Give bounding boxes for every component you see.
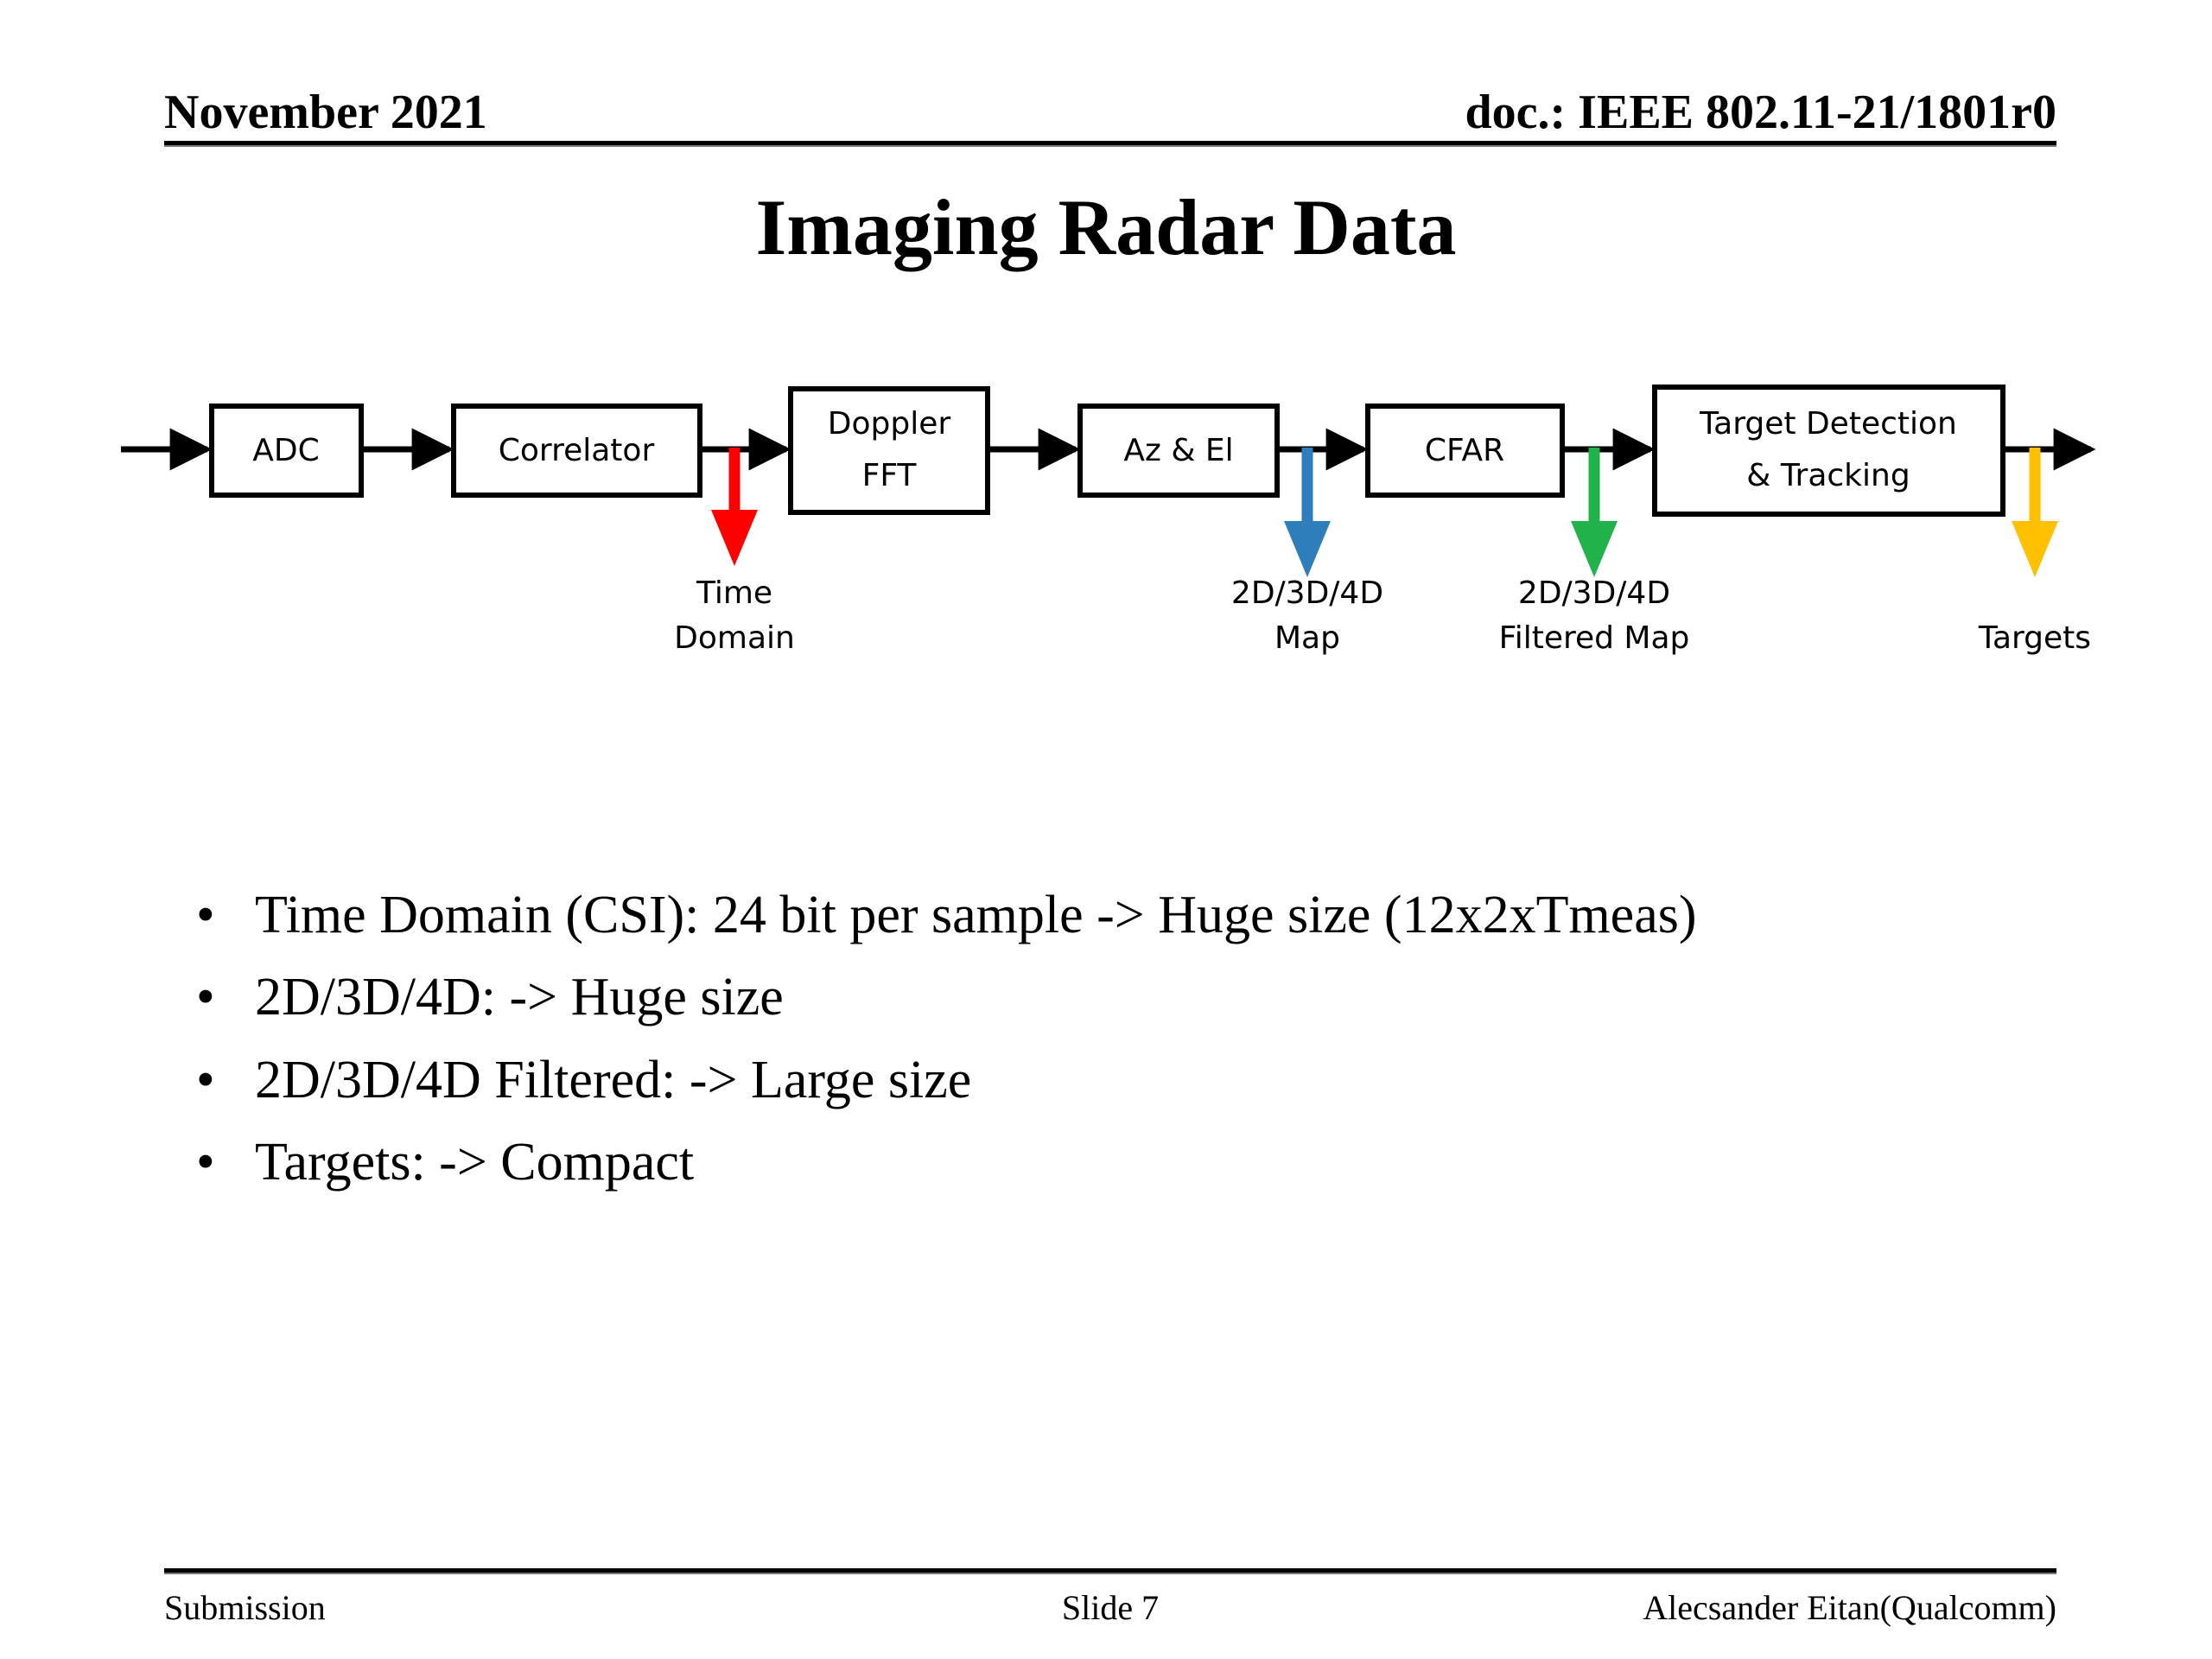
list-item: • Targets: -> Compact [177, 1128, 2078, 1197]
tap-filtered-map: 2D/3D/4D Filtered Map [1499, 448, 1690, 656]
footer-slide-number: Slide 7 [1061, 1588, 1160, 1627]
block-correlator-label: Correlator [499, 433, 655, 468]
slide-footer: Submission Slide 7 Alecsander Eitan(Qual… [164, 1568, 2056, 1655]
block-cfar[interactable]: CFAR [1365, 404, 1565, 498]
slide-header: November 2021 doc.: IEEE 802.11-21/1801r… [164, 69, 2056, 147]
list-item: • 2D/3D/4D: -> Huge size [177, 963, 2078, 1032]
bullet-marker: • [196, 886, 215, 944]
page-title: Imaging Radar Data [755, 183, 1457, 271]
block-target-detection-label-line1: Target Detection [1699, 406, 1957, 442]
tap-time-domain: Time Domain [674, 448, 795, 656]
tap-time-domain-label-line1: Time [696, 575, 772, 611]
bullet-marker: • [196, 968, 215, 1027]
tap-targets: Targets [1978, 448, 2091, 656]
tap-filtered-map-label-line1: 2D/3D/4D [1518, 575, 1670, 611]
footer-submission: Submission [164, 1588, 326, 1627]
tap-filtered-map-label-line2: Filtered Map [1499, 620, 1690, 656]
block-doppler-fft[interactable]: Doppler FFT [788, 386, 990, 515]
list-item: • 2D/3D/4D Filtered: -> Large size [177, 1046, 2078, 1115]
header-divider [164, 141, 2056, 147]
bullet-marker: • [196, 1050, 215, 1109]
block-az-el-label: Az & El [1123, 433, 1233, 468]
bullet-text: 2D/3D/4D: -> Huge size [255, 968, 784, 1027]
header-date: November 2021 [164, 86, 487, 139]
header-document-number: doc.: IEEE 802.11-21/1801r0 [1465, 86, 2056, 139]
radar-pipeline-diagram: ADC Correlator Doppler FFT Az & El CFAR … [0, 372, 2212, 734]
block-target-detection-tracking[interactable]: Target Detection & Tracking [1652, 385, 2005, 517]
block-adc-label: ADC [252, 433, 319, 468]
bullet-text: Time Domain (CSI): 24 bit per sample -> … [255, 886, 1697, 944]
block-az-el[interactable]: Az & El [1077, 404, 1280, 498]
bullet-marker: • [196, 1133, 215, 1192]
list-item: • Time Domain (CSI): 24 bit per sample -… [177, 881, 2078, 950]
block-adc[interactable]: ADC [209, 404, 364, 498]
bullet-text: Targets: -> Compact [255, 1133, 695, 1192]
block-cfar-label: CFAR [1425, 433, 1504, 468]
footer-divider [164, 1568, 2056, 1574]
tap-targets-label: Targets [1978, 620, 2091, 656]
bullet-text: 2D/3D/4D Filtered: -> Large size [255, 1050, 972, 1109]
tap-time-domain-label-line2: Domain [674, 620, 795, 656]
footer-author: Alecsander Eitan(Qualcomm) [1643, 1588, 2056, 1627]
block-doppler-fft-label-line1: Doppler [828, 406, 951, 442]
tap-map: 2D/3D/4D Map [1231, 448, 1383, 656]
block-correlator[interactable]: Correlator [451, 404, 702, 498]
bullet-list: • Time Domain (CSI): 24 bit per sample -… [177, 881, 2078, 1211]
tap-map-label-line1: 2D/3D/4D [1231, 575, 1383, 611]
tap-map-label-line2: Map [1274, 620, 1340, 656]
block-doppler-fft-label-line2: FFT [862, 458, 918, 493]
block-target-detection-label-line2: & Tracking [1746, 458, 1910, 493]
